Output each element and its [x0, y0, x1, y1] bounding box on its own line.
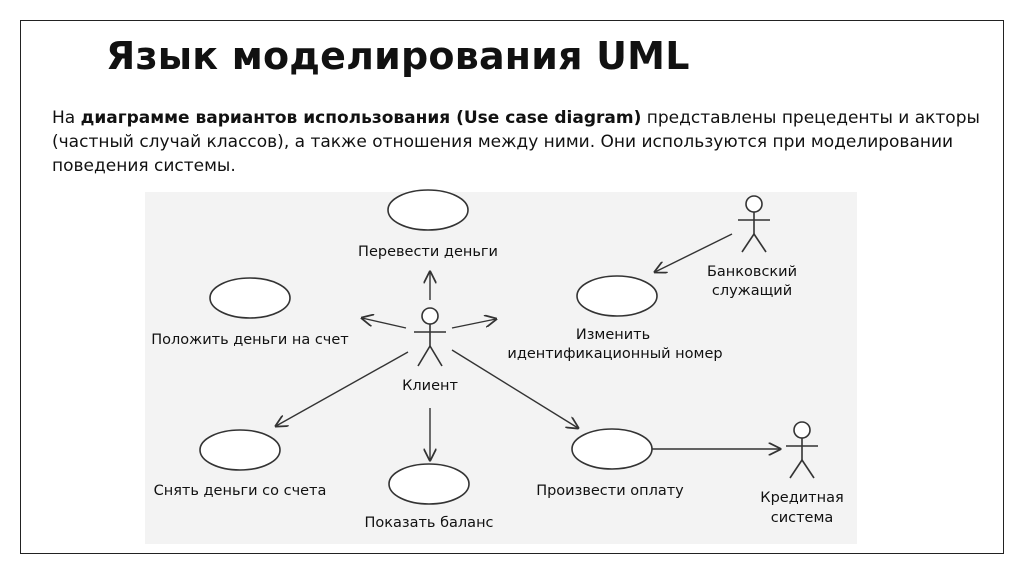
usecase-show-balance-ellipse [388, 463, 470, 505]
actor-client-figure [414, 307, 446, 367]
association-bank-employee-change-id [655, 233, 733, 272]
use-case-diagram-area [145, 192, 857, 544]
usecase-show-balance-label: Показать баланс [364, 515, 493, 531]
actor-bank-employee-label-1: Банковский [707, 264, 797, 280]
association-client-change-id [451, 319, 496, 329]
usecase-pay-label: Произвести оплату [536, 483, 684, 499]
usecase-deposit-ellipse [209, 277, 291, 319]
intro-text: На диаграмме вариантов использования (Us… [52, 106, 982, 178]
usecase-change-id-label-2: идентификационный номер [507, 346, 722, 362]
usecase-transfer-label: Перевести деньги [358, 244, 498, 260]
association-client-withdraw [276, 351, 409, 426]
usecase-withdraw-ellipse [199, 429, 281, 471]
usecase-change-id-label-1: Изменить [576, 327, 650, 343]
intro-bold: диаграмме вариантов использования (Use c… [80, 108, 642, 128]
actor-client-label: Клиент [402, 378, 458, 394]
actor-credit-system-label-1: Кредитная [760, 490, 843, 506]
usecase-withdraw-label: Снять деньги со счета [154, 483, 327, 499]
intro-prefix: На [52, 108, 81, 128]
usecase-transfer-ellipse [387, 189, 469, 231]
actor-bank-employee-figure [738, 195, 770, 253]
slide-title: Язык моделирования UML [106, 34, 690, 78]
actor-credit-system-label-2: система [771, 510, 834, 526]
association-client-pay [451, 349, 578, 428]
association-client-deposit [362, 318, 407, 329]
usecase-change-id-ellipse [576, 275, 658, 317]
actor-credit-system-figure [786, 421, 818, 479]
usecase-deposit-label: Положить деньги на счет [151, 332, 349, 348]
usecase-pay-ellipse [571, 428, 653, 470]
actor-bank-employee-label-2: служащий [712, 283, 792, 299]
intro-suffix: представлены прецеденты и акторы (частны… [52, 108, 980, 176]
